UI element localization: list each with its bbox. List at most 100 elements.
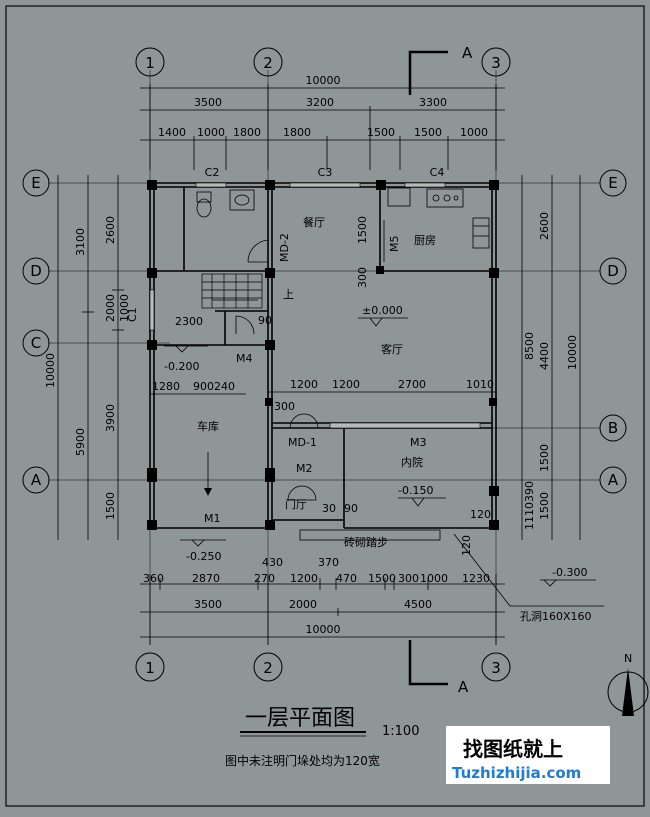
axis-A-right: A xyxy=(608,471,619,489)
label-m3: M3 xyxy=(410,436,427,449)
kitchen-fixtures xyxy=(387,187,490,249)
dim-bot-r2-1: 2000 xyxy=(289,598,317,611)
door-m3-glass xyxy=(329,422,481,429)
level-garage xyxy=(164,345,208,353)
dim-bot-2: 270 xyxy=(254,572,275,585)
dim-right-mid-2: 1500 xyxy=(538,444,551,472)
dim-bot-430: 430 xyxy=(262,556,283,569)
level-garage-ext-text: -0.250 xyxy=(186,550,221,563)
axis-bubbles-horizontal xyxy=(22,169,627,494)
section-label-bottom: A xyxy=(458,678,469,696)
axis-E-left: E xyxy=(31,174,40,192)
dim-top-b: 3200 xyxy=(306,96,334,109)
dim-bot-7: 1000 xyxy=(420,572,448,585)
room-dining: 餐厅 xyxy=(303,215,325,229)
dim-left-inner-1: 2000 xyxy=(104,294,117,322)
north-label: N xyxy=(624,652,632,665)
axis-A-left: A xyxy=(31,471,42,489)
window-c4: C4 xyxy=(430,166,445,179)
stairs xyxy=(201,273,263,309)
dim-left-small: 1000 xyxy=(118,294,131,322)
dim-300-kitchen: 300 xyxy=(356,267,369,288)
label-md2: MD-2 xyxy=(278,233,291,262)
logo-text: 找图纸就上 xyxy=(463,737,563,761)
section-mark-top xyxy=(408,50,448,95)
dim-left-inner-3: 1500 xyxy=(104,492,117,520)
drawing-scale: 1:100 xyxy=(382,724,419,739)
dim-1500-kitchen: 1500 xyxy=(356,216,369,244)
dim-bot-370: 370 xyxy=(318,556,339,569)
axis-E-right: E xyxy=(608,174,617,192)
dim-left-outer: 10000 xyxy=(44,353,57,388)
dim-2700: 2700 xyxy=(398,378,426,391)
door-md1 xyxy=(289,413,319,429)
level-garage-ext xyxy=(180,539,226,547)
columns xyxy=(147,180,499,530)
dim-lines-top xyxy=(140,84,505,170)
dim-right-outer: 10000 xyxy=(566,335,579,370)
dim-2300: 2300 xyxy=(175,315,203,328)
dim-top-r3-6: 1000 xyxy=(460,126,488,139)
dim-top-r3-3: 1800 xyxy=(283,126,311,139)
dim-bot-total: 10000 xyxy=(306,623,341,636)
dim-bot-r2-2: 4500 xyxy=(404,598,432,611)
door-m2 xyxy=(287,485,317,501)
level-zero xyxy=(358,317,408,327)
label-m2: M2 xyxy=(296,462,313,475)
axis-2-top: 2 xyxy=(263,54,273,72)
dim-left-inner-2: 3900 xyxy=(104,404,117,432)
door-md2 xyxy=(247,239,269,263)
dim-top-c: 3300 xyxy=(419,96,447,109)
walls xyxy=(149,182,497,529)
level-court xyxy=(398,497,446,507)
label-m1: M1 xyxy=(204,512,221,525)
level-outside-text: -0.300 xyxy=(552,566,587,579)
level-zero-text: ±0.000 xyxy=(362,304,403,317)
dim-lines-bottom xyxy=(140,574,505,645)
dim-left-mid-0: 3100 xyxy=(74,228,87,256)
room-foyer: 门厅 xyxy=(285,497,307,511)
level-outside xyxy=(540,579,596,587)
window-c2: C2 xyxy=(205,166,220,179)
bath-fixtures xyxy=(196,189,255,218)
drawing-title: 一层平面图 xyxy=(245,706,355,731)
room-garage: 车库 xyxy=(197,419,219,433)
dim-top-r3-5: 1500 xyxy=(414,126,442,139)
axis-2-bottom: 2 xyxy=(263,659,273,677)
window-c1: C1 xyxy=(126,307,139,322)
dim-90-top: 90 xyxy=(258,314,272,327)
hole-leader xyxy=(453,533,604,607)
level-court-text: -0.150 xyxy=(398,484,433,497)
axis-3-bottom: 3 xyxy=(491,659,501,677)
dim-1200a: 1200 xyxy=(290,378,318,391)
drawing-note: 图中未注明门垛处均为120宽 xyxy=(225,753,380,768)
dim-bot-r2-0: 3500 xyxy=(194,598,222,611)
dim-bot-8: 1230 xyxy=(462,572,490,585)
dim-lines-right xyxy=(521,175,581,540)
logo-bg xyxy=(446,726,610,784)
level-garage-text: -0.200 xyxy=(164,360,199,373)
axis-D-right: D xyxy=(607,262,619,280)
dim-top-a: 3500 xyxy=(194,96,222,109)
dim-bot-5: 1500 xyxy=(368,572,396,585)
dim-left-mid-1: 5900 xyxy=(74,428,87,456)
brick-steps xyxy=(299,527,441,541)
axis-B-right: B xyxy=(608,419,618,437)
dim-top-r3-4: 1500 xyxy=(367,126,395,139)
axis-1-bottom: 1 xyxy=(145,659,155,677)
dim-bot-6: 300 xyxy=(398,572,419,585)
dim-lines-left xyxy=(57,175,124,540)
sheet-border xyxy=(5,5,645,807)
dim-right-mid-3: 1500 xyxy=(538,492,551,520)
label-brick-steps: 砖砌踏步 xyxy=(344,535,388,549)
dim-top-r3-2: 1800 xyxy=(233,126,261,139)
north-arrow xyxy=(607,668,649,716)
dim-300-living: 300 xyxy=(274,400,295,413)
dim-120: 120 xyxy=(470,508,491,521)
dim-1200b: 1200 xyxy=(332,378,360,391)
room-courtyard: 内院 xyxy=(401,455,423,469)
door-m4 xyxy=(235,315,255,335)
logo-url: Tuzhizhijia.com xyxy=(452,764,581,782)
